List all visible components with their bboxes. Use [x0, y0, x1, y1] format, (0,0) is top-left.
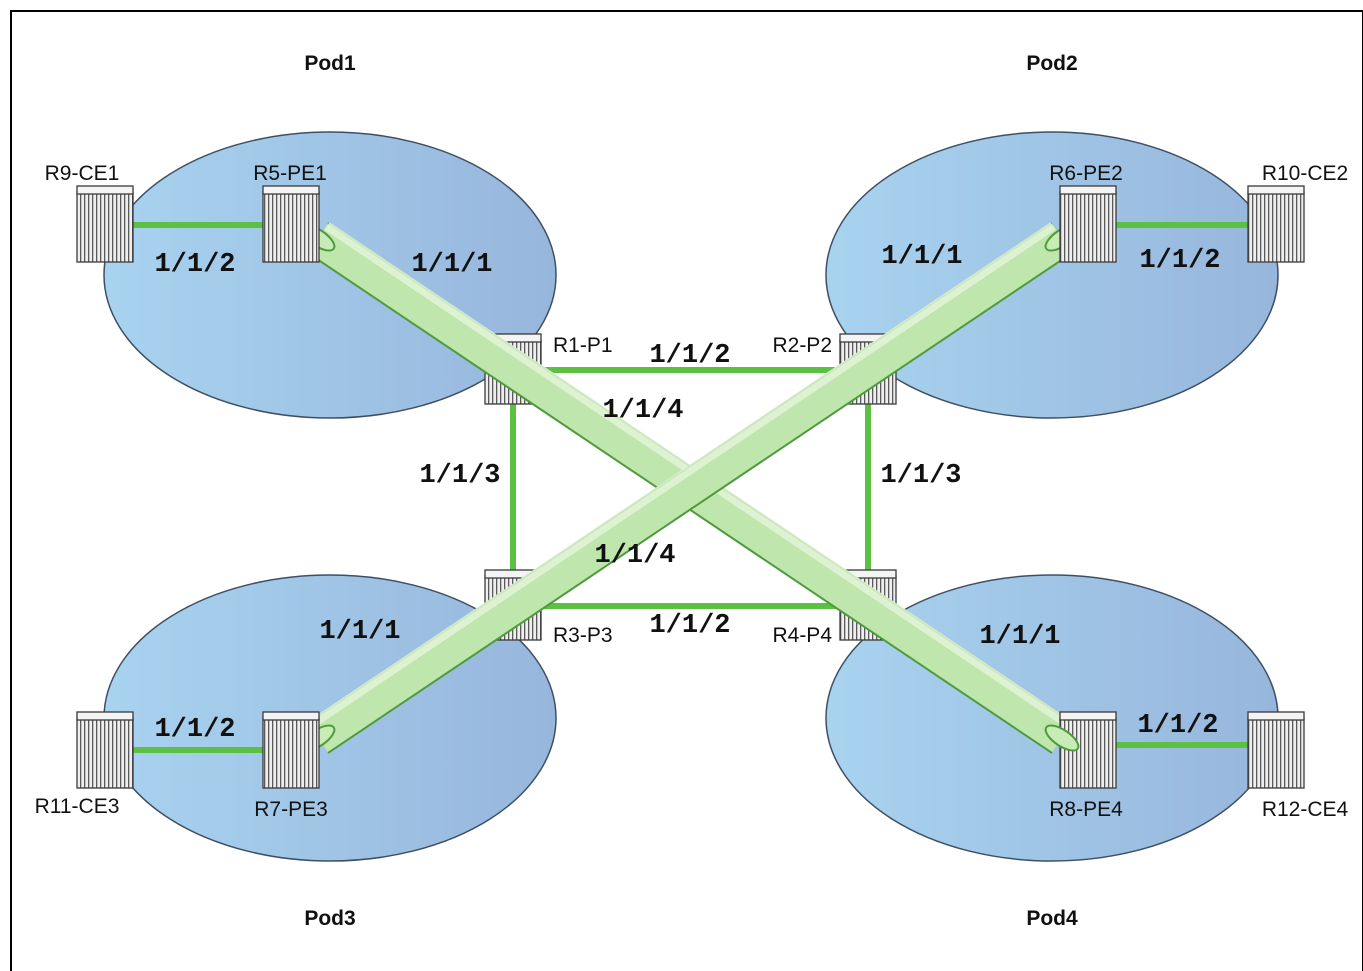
router-r11-ce3	[76, 711, 134, 789]
router-r12-ce4	[1247, 711, 1305, 789]
router-r9-ce1	[76, 185, 134, 263]
port-label-p3-p2: 1/1/4	[594, 541, 675, 571]
port-label-p1-p4: 1/1/4	[602, 396, 683, 426]
router-label-r1-p1: R1-P1	[553, 334, 613, 357]
router-label-r3-p3: R3-P3	[553, 624, 613, 647]
router-label-r8-pe4: R8-PE4	[1049, 798, 1123, 821]
router-label-r9-ce1: R9-CE1	[45, 162, 120, 185]
port-label-pe1-ce1: 1/1/2	[154, 250, 235, 280]
router-label-r10-ce2: R10-CE2	[1262, 162, 1348, 185]
router-r5-pe1	[262, 185, 320, 263]
router-label-r12-ce4: R12-CE4	[1262, 798, 1349, 821]
router-label-r11-ce3: R11-CE3	[35, 795, 120, 818]
tunnel-r6-r7	[300, 222, 1080, 754]
router-r7-pe3	[262, 711, 320, 789]
port-label-p1-p3: 1/1/3	[419, 461, 500, 491]
pod1-area	[103, 131, 557, 419]
port-label-pe3-ce3: 1/1/2	[154, 715, 235, 745]
port-label-pe2-ce2: 1/1/2	[1139, 246, 1220, 276]
port-label-pe1-p1: 1/1/1	[411, 250, 492, 280]
router-r8-pe4	[1059, 711, 1117, 789]
router-r10-ce2	[1247, 185, 1305, 263]
port-label-p3-p4: 1/1/2	[649, 611, 730, 641]
port-label-p2-p4: 1/1/3	[880, 461, 961, 491]
port-label-pe4-p4: 1/1/1	[979, 622, 1060, 652]
port-label-pe3-p3: 1/1/1	[319, 617, 400, 647]
port-label-p1-p2: 1/1/2	[649, 341, 730, 371]
pod2-area	[825, 131, 1279, 419]
tunnel-r5-r8-end-cap	[1044, 724, 1080, 752]
port-label-pe4-ce4: 1/1/2	[1137, 711, 1218, 741]
router-label-r7-pe3: R7-PE3	[254, 798, 328, 821]
pod1-label: Pod1	[304, 52, 356, 75]
pod4-label: Pod4	[1026, 907, 1078, 930]
router-label-r6-pe2: R6-PE2	[1049, 162, 1123, 185]
pod2-label: Pod2	[1026, 52, 1077, 75]
pod3-label: Pod3	[304, 907, 355, 930]
router-label-r4-p4: R4-P4	[772, 624, 832, 647]
router-label-r5-pe1: R5-PE1	[253, 162, 327, 185]
port-label-pe2-p2: 1/1/1	[881, 242, 962, 272]
router-r6-pe2	[1059, 185, 1117, 263]
router-label-r2-p2: R2-P2	[772, 334, 832, 357]
